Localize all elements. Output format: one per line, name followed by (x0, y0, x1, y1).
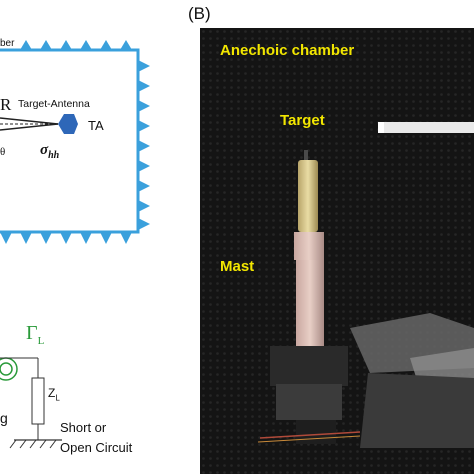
ta-label: TA (88, 118, 104, 133)
chamber-wall (0, 48, 140, 234)
range-symbol: R (0, 95, 12, 114)
beam-line-lower (0, 123, 59, 131)
absorber-bottom (0, 232, 132, 244)
mast-base (270, 346, 348, 386)
chamber-diagram (0, 40, 150, 244)
absorber-right (138, 60, 150, 230)
turntable (296, 420, 336, 444)
floor-absorber-3 (360, 373, 474, 448)
target-antenna-icon (58, 114, 78, 134)
absorber-top (20, 40, 132, 50)
load-resistor (31, 377, 45, 425)
angle-fragment: θ (0, 146, 6, 158)
source-inner-circle (0, 362, 13, 376)
target-antenna-label: Target-Antenna (18, 98, 90, 110)
mast-label: Mast (220, 258, 255, 275)
source-outer-circle (0, 357, 18, 381)
mast-pedestal (276, 384, 342, 420)
cable-red (259, 431, 361, 439)
beam-line-upper (0, 117, 59, 125)
mast-top-section (294, 232, 324, 260)
target-label: Target (280, 112, 325, 129)
panel-b-label: (B) (188, 4, 211, 23)
circuit-diagram (0, 357, 62, 449)
rcs-label: σhh (40, 142, 60, 161)
termination-line2: Open Circuit (60, 440, 133, 455)
chamber-label-fragment: ber (0, 38, 15, 49)
photo-scene (200, 28, 474, 474)
chamber-photo: Anechoic chamber Target Mast (200, 28, 474, 474)
chamber-label: Anechoic chamber (220, 42, 355, 59)
load-label: ZL (48, 386, 60, 403)
diagram-panel-a: ber R Target-Antenna TA θ σhh ΓL ZL g Sh… (0, 0, 190, 474)
gamma-label: ΓL (26, 322, 45, 347)
antenna-rod (378, 122, 474, 133)
cable-orange (257, 435, 361, 443)
target-cylinder (298, 160, 318, 232)
left-fragment: g (0, 410, 8, 426)
termination-line1: Short or (60, 420, 107, 435)
